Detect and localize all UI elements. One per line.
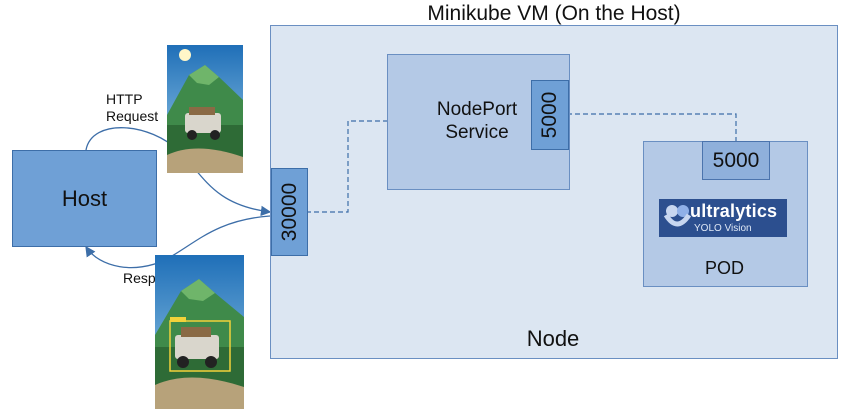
request-line1: HTTP bbox=[106, 91, 143, 107]
service-label-line1: NodePort bbox=[436, 99, 518, 120]
input-image-illustration bbox=[167, 45, 243, 173]
detection-box bbox=[169, 320, 231, 372]
service-port-label: 5000 bbox=[538, 91, 561, 139]
logo-name: ultralytics bbox=[690, 201, 778, 221]
ultralytics-logo bbox=[659, 199, 787, 237]
request-line2: Request bbox=[106, 108, 159, 124]
logo-subtitle: YOLO Vision bbox=[694, 223, 752, 234]
nodeport-service-label: NodePort Service bbox=[387, 98, 567, 144]
pod-port-box: 5000 bbox=[702, 141, 770, 180]
pod-label: POD bbox=[704, 258, 744, 278]
nodeport-30000-label: 30000 bbox=[277, 182, 301, 242]
output-image bbox=[155, 255, 244, 409]
ultralytics-logo-icon bbox=[663, 205, 692, 227]
output-image-illustration bbox=[155, 255, 244, 409]
service-label-line2: Service bbox=[445, 122, 509, 143]
http-request-label: HTTP Request bbox=[106, 91, 158, 125]
node-label: Node bbox=[526, 326, 580, 351]
nodeport-30000-box: 30000 bbox=[271, 168, 308, 256]
input-image bbox=[167, 45, 243, 173]
service-port-box: 5000 bbox=[531, 80, 569, 150]
vm-title: Minikube VM (On the Host) bbox=[427, 2, 681, 25]
host-box: Host bbox=[12, 150, 157, 247]
